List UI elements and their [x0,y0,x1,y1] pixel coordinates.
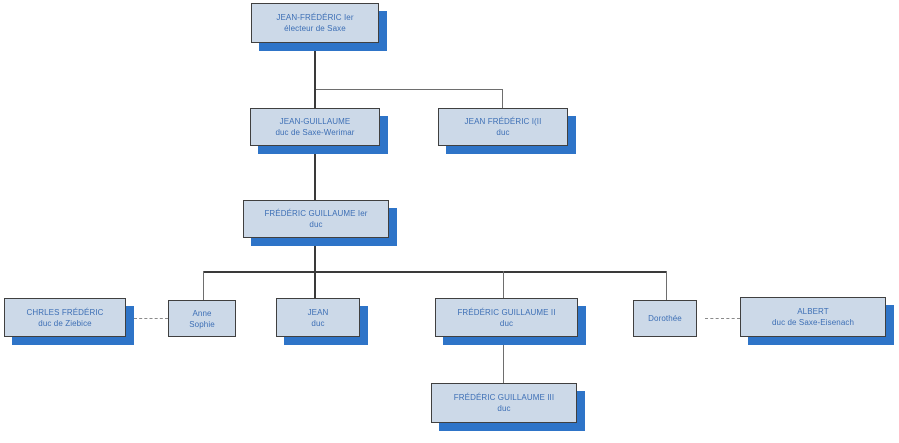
node-anne-sophie[interactable]: Anne Sophie [168,300,236,337]
node-frederic-guillaume-ier[interactable]: FRÉDÉRIC GUILLAUME Ier duc [243,200,389,238]
node-line2: duc de Saxe-Eisenach [771,318,855,327]
node-line2: duc [497,404,511,413]
node-line2: électeur de Saxe [284,24,346,33]
node-dorothee[interactable]: Dorothée [633,300,697,337]
connector-trunk-root [314,43,316,90]
connector-bus-row2 [314,89,503,90]
node-line1: JEAN-GUILLAUME [279,117,351,126]
node-line2: duc de Saxe-Werimar [275,128,355,137]
node-line2: duc [309,220,323,229]
node-frederic-guillaume-iii[interactable]: FRÉDÉRIC GUILLAUME III duc [431,383,577,423]
node-line1: JEAN FRÉDÉRIC I(II [464,117,542,126]
node-line2: duc [499,318,514,328]
connector-fg2-to-fg3 [503,337,504,383]
node-line1: FRÉDÉRIC GUILLAUME III [453,393,555,402]
node-line1: FRÉDÉRIC GUILLAUME II [457,307,556,317]
node-chrles-frederic[interactable]: CHRLES FRÉDÉRIC duc de Ziebice [4,298,126,337]
node-line1: JEAN-FRÉDÉRIC Ier [276,13,354,22]
node-line2: duc [311,318,325,328]
marriage-link-dorothee-albert [705,318,740,319]
node-albert[interactable]: ALBERT duc de Saxe-Eisenach [740,297,886,337]
connector-drop-dorothee [666,271,667,300]
connector-drop-frederic-guillaume-ii [503,271,504,298]
node-line1: JEAN [307,307,329,317]
node-line2: duc de Ziebice [38,318,92,328]
node-line2: duc [496,128,510,137]
node-line1: FRÉDÉRIC GUILLAUME Ier [264,209,368,218]
node-jean-guillaume[interactable]: JEAN-GUILLAUME duc de Saxe-Werimar [250,108,380,146]
node-line2: Sophie [189,319,215,329]
connector-drop-jean-guillaume [314,89,316,108]
node-frederic-guillaume-ii[interactable]: FRÉDÉRIC GUILLAUME II duc [435,298,578,337]
node-line1: CHRLES FRÉDÉRIC [26,307,104,317]
connector-drop-jean [314,271,316,298]
node-jean[interactable]: JEAN duc [276,298,360,337]
connector-drop-jean-frederic-i-ii [502,89,503,108]
node-line1: Anne [192,308,212,318]
node-line1: Dorothée [648,314,682,323]
node-jean-frederic-i-ii[interactable]: JEAN FRÉDÉRIC I(II duc [438,108,568,146]
node-line1: ALBERT [797,307,829,316]
node-jean-frederic-ier[interactable]: JEAN-FRÉDÉRIC Ier électeur de Saxe [251,3,379,43]
connector-bus-children-left [203,271,667,273]
connector-drop-anne-sophie [203,271,204,300]
marriage-link-chrles-anne [134,318,168,319]
connector-jean-guillaume-to-fg1 [314,146,316,200]
connector-trunk-fg1 [314,238,316,272]
